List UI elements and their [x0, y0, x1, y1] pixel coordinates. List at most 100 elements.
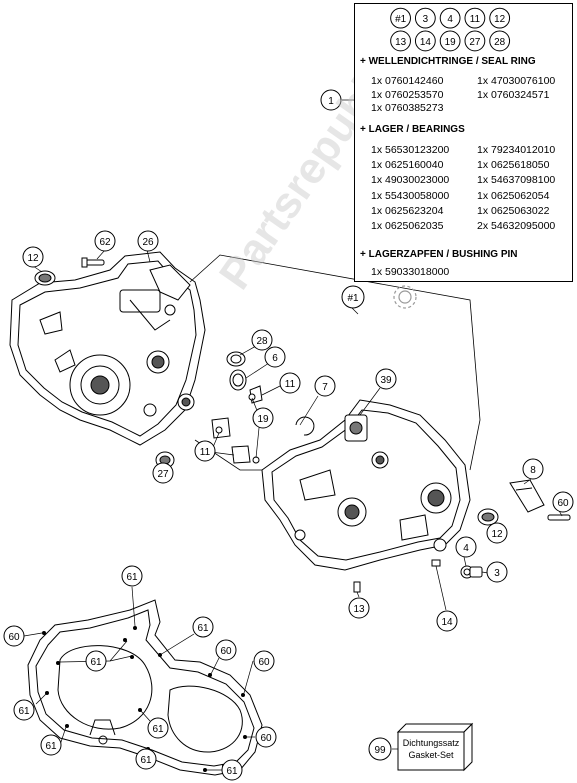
- svg-text:4: 4: [463, 543, 469, 554]
- part-number: 1x 79234012010: [477, 144, 556, 156]
- legend-part-row: 1x 56530123200 1x 79234012010: [371, 144, 555, 156]
- plug-14: [431, 559, 441, 567]
- svg-text:#1: #1: [395, 14, 407, 25]
- svg-text:39: 39: [380, 375, 392, 386]
- svg-text:62: 62: [99, 237, 111, 248]
- callout-26: 26: [137, 230, 159, 252]
- svg-text:61: 61: [197, 623, 209, 634]
- svg-text:61: 61: [152, 724, 164, 735]
- legend-section-pin: + LAGERZAPFEN / BUSHING PIN: [360, 249, 518, 260]
- cover-8: [509, 479, 545, 513]
- svg-text:28: 28: [494, 37, 506, 48]
- gear-icon: [393, 285, 417, 309]
- callout-assembly: #1: [341, 285, 365, 309]
- legend-circle-part: 19: [439, 30, 461, 52]
- callout-60-d: 60: [253, 650, 275, 672]
- callout-12-right: 12: [486, 522, 508, 544]
- part-number: 1x 0625160040: [371, 159, 444, 172]
- callout-13: 13: [348, 597, 370, 619]
- svg-text:61: 61: [18, 706, 30, 717]
- svg-text:61: 61: [126, 572, 138, 583]
- callout-61-d: 61: [13, 699, 35, 721]
- callout-8: 8: [522, 458, 544, 480]
- assembly-outline: [189, 254, 481, 471]
- callout-11-top: 11: [279, 372, 301, 394]
- callout-60-b: 60: [3, 625, 25, 647]
- callout-99: 99: [368, 737, 392, 761]
- svg-text:12: 12: [494, 14, 505, 25]
- callout-11-bottom: 11: [194, 440, 216, 462]
- svg-text:19: 19: [445, 37, 457, 48]
- callout-60-right: 60: [552, 491, 574, 513]
- svg-text:61: 61: [140, 755, 152, 766]
- part-number: 1x 55430058000: [371, 189, 450, 202]
- callout-61-c: 61: [85, 650, 107, 672]
- part-number: 1x 47030076100: [477, 75, 556, 87]
- callout-61-a: 61: [121, 565, 143, 587]
- callout-14: 14: [436, 610, 458, 632]
- callout-61-b: 61: [192, 616, 214, 638]
- part-number: 1x 0760142460: [371, 75, 444, 87]
- screw-60-right: [547, 514, 571, 521]
- callout-39: 39: [375, 368, 397, 390]
- pin-13: [353, 581, 361, 593]
- part-number: 1x 59033018000: [371, 266, 450, 278]
- part-number: 1x 0760385273: [371, 102, 444, 114]
- part-number: 1x 56530123200: [371, 144, 450, 156]
- legend-circle-part: 4: [439, 7, 461, 29]
- svg-text:19: 19: [257, 414, 269, 425]
- callout-1: 1: [320, 89, 342, 111]
- svg-text:3: 3: [423, 14, 429, 25]
- part-number: 1x 0760253570: [371, 88, 444, 101]
- callout-3: 3: [486, 561, 508, 583]
- callout-7: 7: [314, 375, 336, 397]
- kit-label-line-2: Gasket-Set: [408, 750, 454, 760]
- legend-circle-part: 27: [464, 30, 486, 52]
- legend-part-row: 1x 49030023000 1x 54637098100: [371, 174, 555, 186]
- right-crankcase-half: [261, 399, 471, 571]
- callout-61-e: 61: [147, 717, 169, 739]
- svg-text:61: 61: [45, 741, 57, 752]
- callout-28: 28: [251, 329, 273, 351]
- svg-text:14: 14: [420, 37, 432, 48]
- kit-label-line-1: Dichtungssatz: [403, 738, 460, 748]
- svg-text:99: 99: [374, 745, 386, 756]
- svg-text:26: 26: [142, 237, 154, 248]
- svg-text:1: 1: [328, 96, 334, 107]
- svg-text:60: 60: [8, 632, 20, 643]
- part-number: 1x 49030023000: [371, 174, 450, 187]
- part-number: 1x 54637098100: [477, 174, 556, 187]
- legend-section-seal: + WELLENDICHTRINGE / SEAL RING: [360, 56, 536, 67]
- plug-3: [469, 566, 483, 578]
- part-number: 1x 0625623204: [371, 204, 444, 217]
- legend-circle-part: 3: [414, 7, 436, 29]
- callout-19: 19: [252, 407, 274, 429]
- left-crankcase-half: [9, 251, 206, 446]
- svg-text:6: 6: [272, 353, 278, 364]
- legend-circle-part: 12: [489, 7, 511, 29]
- svg-text:60: 60: [220, 646, 232, 657]
- callout-60-e: 60: [255, 726, 277, 748]
- callout-60-c: 60: [215, 639, 237, 661]
- svg-text:61: 61: [90, 657, 102, 668]
- legend-section-bearings: + LAGER / BEARINGS: [360, 124, 465, 135]
- bearing-28: [226, 351, 246, 367]
- svg-text:13: 13: [395, 37, 407, 48]
- svg-text:27: 27: [157, 469, 169, 480]
- svg-text:7: 7: [322, 382, 328, 393]
- part-number: 1x 0625063022: [477, 204, 550, 217]
- callout-4: 4: [455, 536, 477, 558]
- svg-text:11: 11: [470, 14, 481, 25]
- callout-27: 27: [152, 462, 174, 484]
- svg-text:27: 27: [469, 37, 480, 48]
- legend-circle-part: 11: [464, 7, 486, 29]
- svg-text:12: 12: [27, 253, 39, 264]
- gasket-kit-box: [396, 722, 474, 772]
